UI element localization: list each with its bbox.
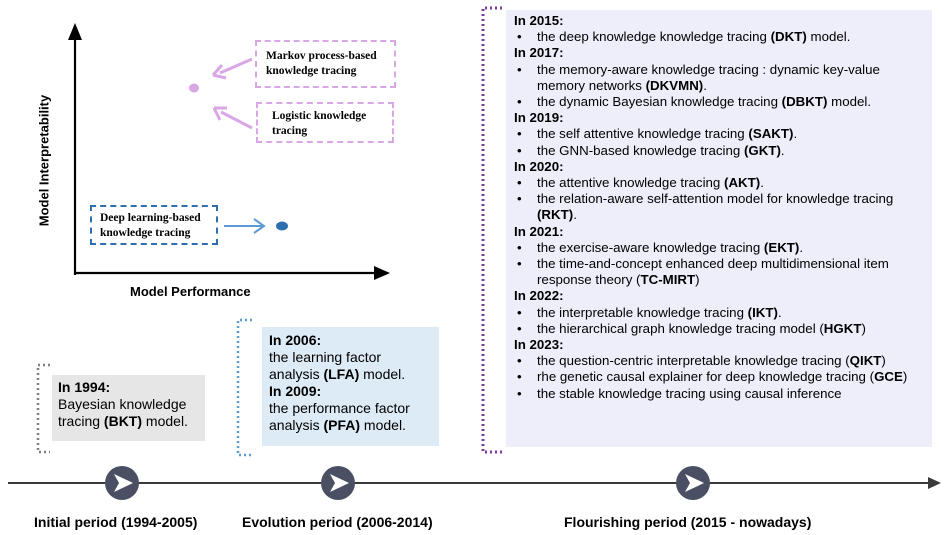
model-list-item: the dynamic Bayesian knowledge tracing (… [514, 94, 926, 110]
flourishing-year: In 2020: [514, 158, 564, 174]
period-label-evolution: Evolution period (2006-2014) [242, 514, 433, 530]
model-list: the deep knowledge knowledge tracing (DK… [514, 29, 926, 45]
y-axis-label: Model Interpretability [36, 94, 52, 227]
timeline-node-evolution [321, 466, 355, 500]
model-list: the interpretable knowledge tracing (IKT… [514, 305, 926, 338]
logistic-arrow [212, 106, 253, 130]
pfa-line2: analysis (PFA) model. [269, 417, 406, 433]
model-list-item: the relation-aware self-attention model … [514, 191, 926, 223]
logistic-category-box: Logistic knowledge tracing [256, 102, 394, 143]
model-list: the attentive knowledge tracing (AKT).th… [514, 175, 926, 224]
x-axis [74, 266, 390, 280]
lfa-line1: the learning factor [269, 349, 382, 365]
model-list-item: the self attentive knowledge tracing (SA… [514, 126, 926, 142]
model-list: the memory-aware knowledge tracing : dyn… [514, 62, 926, 111]
timeline-axis [8, 477, 941, 489]
model-list: the self attentive knowledge tracing (SA… [514, 126, 926, 159]
model-list-item: the question-centric interpretable knowl… [514, 353, 926, 369]
initial-line1: Bayesian knowledge [58, 396, 187, 412]
flourishing-year: In 2019: [514, 110, 564, 126]
model-list-item: the time-and-concept enhanced deep multi… [514, 256, 926, 288]
model-list-item: rhe genetic causal explainer for deep kn… [514, 369, 926, 385]
y-axis [68, 23, 82, 275]
flourishing-year: In 2023: [514, 337, 564, 353]
pfa-line1: the performance factor [269, 400, 410, 416]
model-list-item: the exercise-aware knowledge tracing (EK… [514, 240, 926, 256]
flourishing-year: In 2017: [514, 45, 564, 61]
model-list-item: the interpretable knowledge tracing (IKT… [514, 305, 926, 321]
initial-year: In 1994: [58, 379, 111, 395]
model-list-item: the attentive knowledge tracing (AKT). [514, 175, 926, 191]
flourishing-era-box: In 2015:the deep knowledge knowledge tra… [506, 10, 932, 447]
model-list-item: the hierarchical graph knowledge tracing… [514, 321, 926, 337]
flourishing-bracket [481, 6, 502, 454]
evolution-bracket [236, 318, 252, 457]
evolution-year-2006: In 2006: [269, 332, 322, 348]
markov-arrow [211, 57, 253, 80]
model-list-item: the deep knowledge knowledge tracing (DK… [514, 29, 926, 45]
timeline-node-initial [105, 466, 139, 500]
flourishing-year: In 2015: [514, 13, 564, 28]
period-label-flourishing: Flourishing period (2015 - nowadays) [564, 514, 812, 530]
flourishing-year: In 2022: [514, 288, 564, 304]
initial-bracket [36, 363, 50, 454]
model-list-item: the GNN-based knowledge tracing (GKT). [514, 143, 926, 159]
markov-category-box: Markov process-based knowledge tracing [255, 40, 396, 88]
model-list-item: the stable knowledge tracing using causa… [514, 386, 926, 402]
model-list: the exercise-aware knowledge tracing (EK… [514, 240, 926, 289]
interpretable-models-point [189, 83, 199, 93]
model-list-item: the memory-aware knowledge tracing : dyn… [514, 62, 926, 94]
lfa-line2: analysis (LFA) model. [269, 366, 406, 382]
evolution-era-box: In 2006: the learning factor analysis (L… [262, 327, 439, 446]
deep-learning-arrow [224, 218, 266, 234]
timeline-node-flourishing [676, 466, 710, 500]
deep-learning-category-box: Deep learning-based knowledge tracing [90, 205, 218, 245]
deep-learning-point [276, 221, 288, 231]
flourishing-year: In 2021: [514, 223, 564, 239]
initial-line2: tracing (BKT) model. [58, 413, 188, 429]
evolution-year-2009: In 2009: [269, 383, 322, 399]
period-label-initial: Initial period (1994-2005) [34, 514, 198, 530]
initial-era-box: In 1994: Bayesian knowledge tracing (BKT… [52, 375, 205, 441]
model-list: the question-centric interpretable knowl… [514, 353, 926, 402]
x-axis-label: Model Performance [130, 284, 251, 299]
